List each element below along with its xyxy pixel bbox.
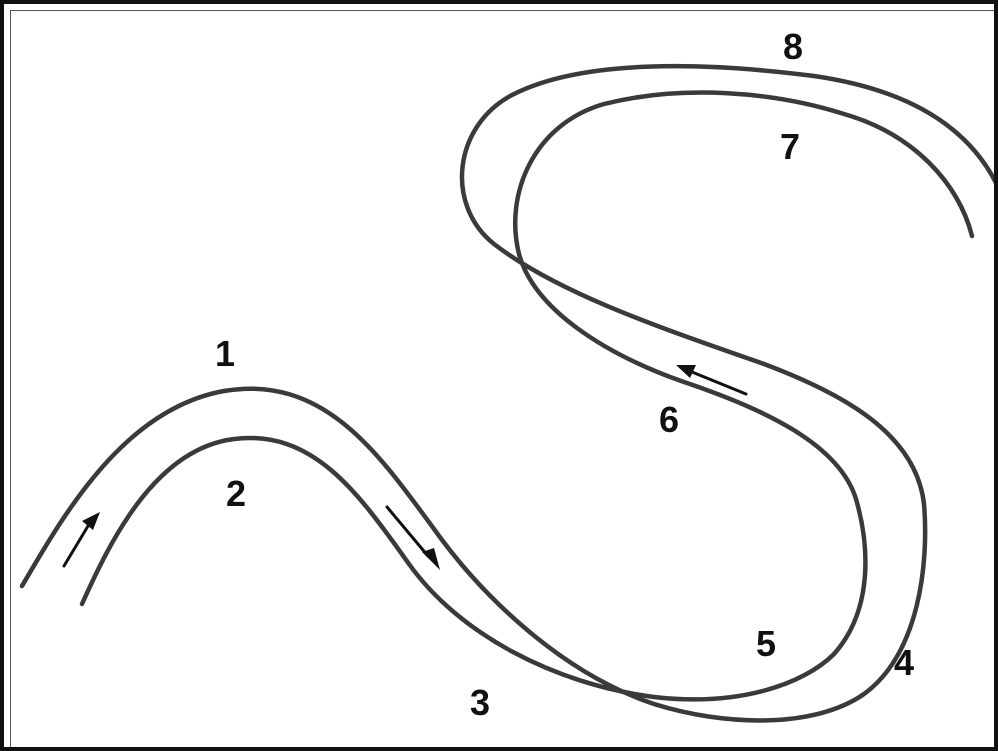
flow-arrowhead-upper-icon xyxy=(676,365,696,378)
river-outer-bank xyxy=(22,66,998,720)
flow-arrowhead-middle-icon xyxy=(422,548,440,570)
point-label-2: 2 xyxy=(226,473,246,514)
point-label-6: 6 xyxy=(659,399,679,440)
point-label-8: 8 xyxy=(783,26,803,67)
point-label-4: 4 xyxy=(894,642,914,683)
meandering-river-diagram: 1 2 3 4 5 6 7 8 xyxy=(4,4,998,751)
point-label-5: 5 xyxy=(756,623,776,664)
point-label-7: 7 xyxy=(780,126,800,167)
flow-arrowhead-entry-icon xyxy=(82,512,100,530)
point-label-1: 1 xyxy=(215,333,235,374)
point-label-3: 3 xyxy=(470,682,490,723)
flow-arrow-shaft-entry xyxy=(64,526,88,566)
flow-arrow-shaft-upper xyxy=(692,372,746,394)
